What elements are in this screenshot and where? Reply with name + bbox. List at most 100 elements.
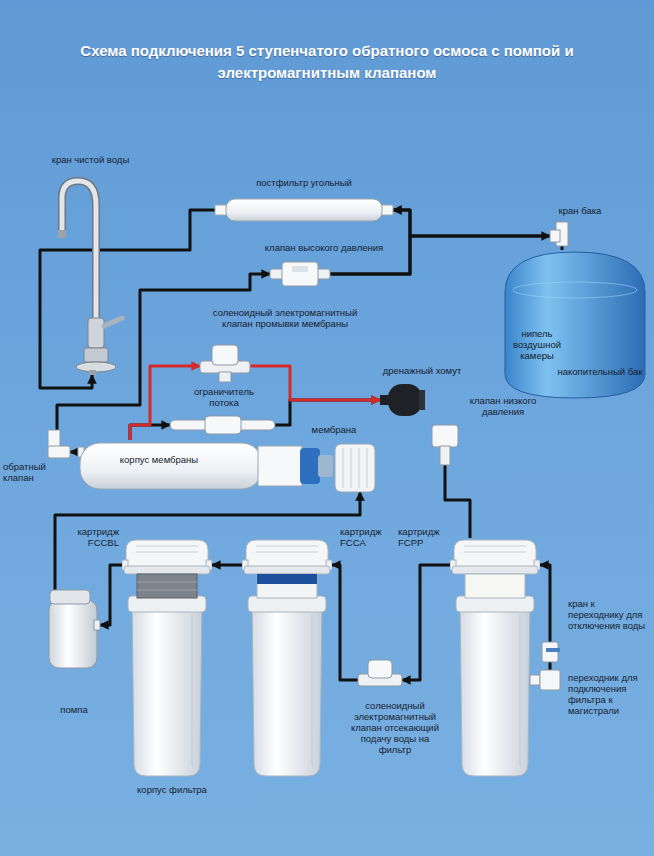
part-label: переходник для подключения фильтра к маг… [568, 672, 648, 716]
part-label: картридж FCCBL [66, 526, 119, 548]
valve-picture [292, 266, 308, 272]
mains-adapter: переходник для подключения фильтра к маг… [538, 670, 562, 690]
drain-clamp-picture [380, 384, 425, 416]
pipe-connector [40, 210, 215, 388]
faucet-picture [88, 318, 104, 348]
low-pressure-valve: клапан низкого давления [428, 425, 462, 465]
inlet-solenoid: соленоидный электромагнитный клапан отсе… [358, 660, 402, 692]
pipe-connector [100, 565, 122, 625]
check-valve-picture [48, 446, 70, 458]
filter-stage: картридж FCCBLкорпус фильтра [122, 538, 212, 778]
check-valve: обратный клапан [44, 430, 70, 458]
pressure-switch-picture [432, 425, 458, 465]
faucet-picture [58, 181, 122, 375]
filter-housing-picture [450, 540, 540, 776]
tank-picture [505, 222, 645, 398]
part-label: клапан низкого давления [464, 395, 542, 417]
part-label: нипель воздушной камеры [511, 328, 563, 361]
tank-valve: кран бака [550, 222, 574, 244]
part-label: соленоидный электромагнитный клапан пром… [204, 307, 366, 329]
drain-clamp-picture [388, 384, 422, 416]
inlet-valve-picture [540, 670, 560, 690]
restrictor-picture [170, 416, 275, 434]
part-label: кран чистой воды [43, 154, 138, 165]
membrane-housing: корпус мембраны мембрана [78, 440, 378, 492]
solenoid-picture [212, 345, 238, 365]
solenoid-picture [219, 372, 231, 382]
storage-tank: нипель воздушной камеры накопительный бак [505, 250, 645, 400]
pipe-connector [549, 662, 552, 670]
part-label: соленоидный электромагнитный клапан отсе… [344, 700, 446, 755]
pressure-switch-picture [432, 425, 458, 447]
part-label: обратный клапан [3, 461, 79, 483]
tank-picture [513, 282, 637, 298]
part-label: мембрана [304, 424, 364, 435]
membrane-housing-picture [335, 444, 375, 492]
membrane-housing-picture [318, 455, 333, 477]
part-label: кран к переходнику для отключения воды [568, 598, 648, 631]
membrane-housing-picture [80, 443, 262, 489]
pipe-connector [57, 274, 270, 430]
faucet-picture [104, 318, 122, 326]
pipe-connector [70, 451, 78, 454]
flush-solenoid: соленоидный электромагнитный клапан пром… [200, 345, 250, 382]
pump-picture [49, 590, 100, 668]
pump: помпа [45, 590, 100, 668]
membrane: мембрана [258, 442, 333, 490]
filter-stage: картридж FCCA [242, 538, 332, 778]
diagram-title: Схема подключения 5 ступенчатого обратно… [40, 40, 614, 84]
membrane-housing-picture [78, 443, 375, 492]
inlet-valve-picture [530, 642, 560, 690]
pipe-connector [445, 465, 470, 538]
inlet-valve: кран к переходнику для отключения воды [538, 642, 562, 662]
part-label: кран бака [552, 205, 608, 216]
pressure-switch-picture [440, 446, 450, 465]
tank-picture [505, 252, 645, 398]
membrane-housing-picture [300, 448, 320, 484]
drain-clamp: дренажный хомут [380, 382, 425, 418]
part-label: помпа [47, 704, 101, 715]
pipe-connector [540, 565, 550, 642]
part-label: постфильтр угольный [249, 177, 359, 188]
pipe-connector [250, 366, 380, 400]
faucet: кран чистой воды [55, 172, 125, 375]
pipe-connector [402, 565, 450, 680]
membrane-housing-picture [258, 446, 302, 486]
filter-housing-picture [242, 540, 332, 776]
postfilter-picture [226, 199, 382, 221]
part-label: корпус фильтра [122, 784, 222, 795]
pipe-connector [130, 425, 170, 440]
membrane-housing-picture [359, 448, 360, 488]
part-label: ограничитель потока [188, 386, 260, 408]
pump-picture [50, 590, 90, 604]
part-label: корпус мембраны [104, 454, 214, 465]
faucet-picture [58, 230, 66, 238]
valve-picture [282, 262, 318, 286]
restrictor-picture [205, 416, 241, 434]
postfilter-picture [215, 199, 393, 221]
filter-stage: картридж FCPP [450, 538, 540, 778]
pipe-connector [275, 400, 380, 425]
filter-housing-picture [257, 574, 317, 584]
flow-restrictor: ограничитель потока [170, 415, 275, 435]
part-label: картридж FCPP [398, 526, 448, 548]
inlet-solenoid-picture [368, 660, 392, 678]
pump-picture [94, 620, 100, 630]
part-label: клапан высокого давления [262, 242, 386, 253]
inlet-valve-picture [546, 648, 560, 652]
filter-housing-picture [137, 590, 197, 591]
filter-housing-picture [137, 582, 197, 583]
check-valve-picture [48, 430, 70, 458]
pipe-connector [393, 210, 550, 236]
filter-housing-picture [257, 574, 317, 598]
drain-clamp-picture [419, 390, 425, 410]
faucet-picture [89, 370, 96, 375]
filter-housing-picture [122, 540, 540, 776]
inlet-solenoid-picture [358, 660, 402, 686]
carbon-postfilter: постфильтр угольный [215, 198, 393, 222]
filter-housing-picture [122, 540, 212, 776]
pipe-connector [212, 564, 242, 567]
postfilter-picture [381, 205, 393, 215]
valve-picture [270, 262, 330, 286]
part-label: накопительный бак [557, 366, 643, 377]
